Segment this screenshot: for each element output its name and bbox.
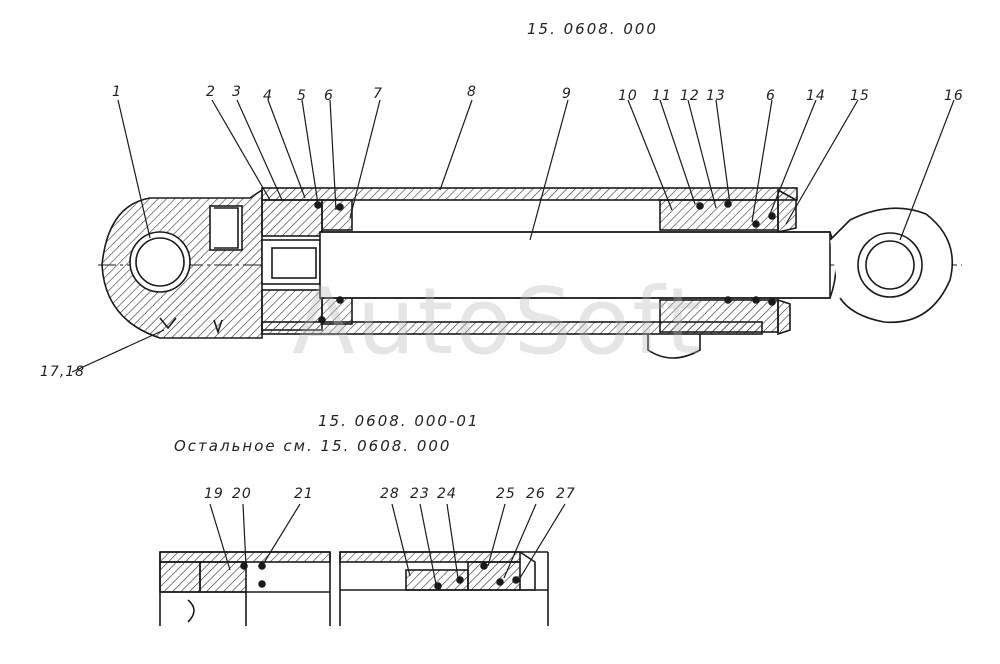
variant-code: 15. 0608. 000-01 <box>318 412 480 430</box>
callout-14: 14 <box>806 88 826 104</box>
left-eye-bore <box>129 231 191 293</box>
callout-9: 9 <box>562 86 572 102</box>
callout-23: 23 <box>410 486 430 502</box>
callout-20: 20 <box>232 486 252 502</box>
callout-25: 25 <box>496 486 516 502</box>
barrel-top <box>261 187 798 201</box>
callout-6: 6 <box>324 88 334 104</box>
callout-3: 3 <box>232 84 242 100</box>
callout-21: 21 <box>294 486 314 502</box>
watermark: AutoSoft <box>292 268 704 375</box>
callout-27: 27 <box>556 486 576 502</box>
callout-1: 1 <box>112 84 122 100</box>
callout-11: 11 <box>652 88 672 104</box>
variant-note: Остальное см. 15. 0608. 000 <box>174 437 452 455</box>
callout-26: 26 <box>526 486 546 502</box>
callout-13: 13 <box>706 88 726 104</box>
callout-5: 5 <box>297 88 307 104</box>
right-rod-eye <box>829 207 954 324</box>
callout-17-18: 17,18 <box>40 364 86 380</box>
callout-16: 16 <box>944 88 964 104</box>
callout-4: 4 <box>263 88 273 104</box>
callout-6b: 6 <box>766 88 776 104</box>
drawing-code: 15. 0608. 000 <box>527 20 658 38</box>
callout-2: 2 <box>206 84 216 100</box>
callout-24: 24 <box>437 486 457 502</box>
callout-10: 10 <box>618 88 638 104</box>
callout-12: 12 <box>680 88 700 104</box>
callout-28: 28 <box>380 486 400 502</box>
callout-7: 7 <box>373 86 383 102</box>
callout-15: 15 <box>850 88 870 104</box>
callout-8: 8 <box>467 84 477 100</box>
callout-19: 19 <box>204 486 224 502</box>
